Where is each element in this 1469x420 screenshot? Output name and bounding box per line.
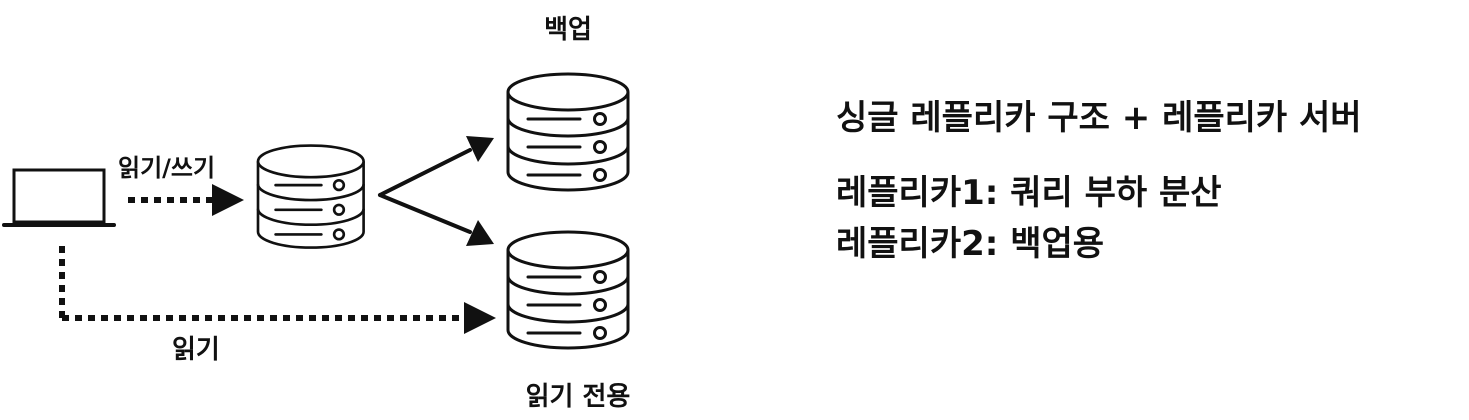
- replication-arrows: [378, 136, 494, 246]
- read-write-arrow: [128, 184, 244, 216]
- database-server-icon: [506, 230, 630, 350]
- arrow-icon: [464, 302, 496, 334]
- read-write-label: 읽기/쓰기: [118, 154, 215, 182]
- notes-title: 싱글 레플리카 구조 + 레플리카 서버: [836, 98, 1362, 138]
- read-only-label: 읽기 전용: [526, 382, 631, 412]
- notes-panel: 싱글 레플리카 구조 + 레플리카 서버 레플리카1: 쿼리 부하 분산 레플리…: [836, 98, 1456, 264]
- arrow-icon: [212, 184, 244, 216]
- replication-diagram: 읽기/쓰기 읽기 백업 읽기 전용: [2, 15, 631, 412]
- notes-replica1: 레플리카1: 쿼리 부하 분산: [836, 172, 1222, 213]
- database-server-icon: [506, 72, 630, 192]
- laptop-icon: [2, 168, 116, 227]
- notes-replica2: 레플리카2: 백업용: [836, 223, 1105, 264]
- read-arrow: [59, 246, 496, 334]
- read-label: 읽기: [172, 335, 220, 365]
- backup-label: 백업: [544, 15, 592, 45]
- arrow-icon: [466, 136, 494, 162]
- database-server-icon: [256, 144, 365, 249]
- arrow-icon: [466, 220, 494, 246]
